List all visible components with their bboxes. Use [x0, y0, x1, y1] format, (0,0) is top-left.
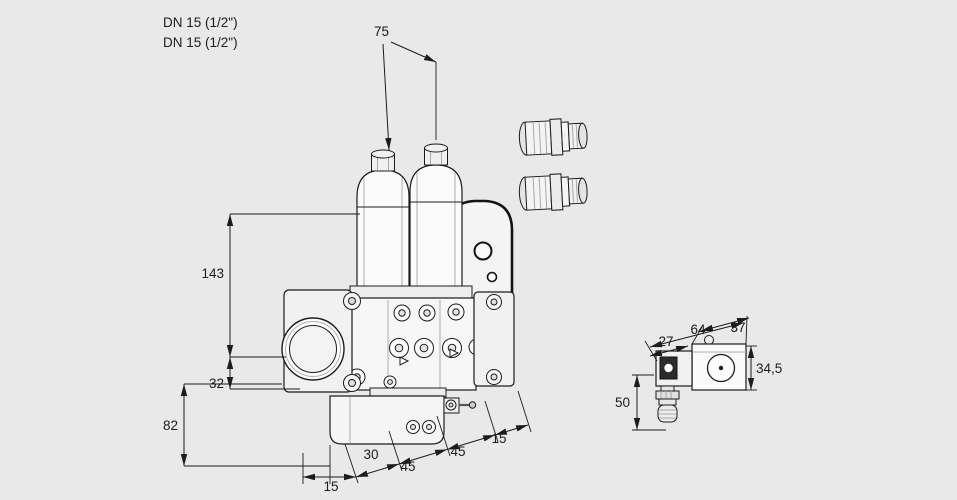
right-stem-cap — [424, 143, 448, 166]
dim-label-50: 50 — [615, 395, 630, 410]
dim-label-45-b: 45 — [450, 444, 465, 459]
valve-body — [345, 285, 486, 391]
housing-port — [422, 420, 436, 434]
compression-fitting-top — [518, 116, 589, 158]
dim-label-75: 75 — [374, 24, 389, 39]
dim-label-82: 82 — [163, 418, 178, 433]
left-stem-cap — [371, 149, 395, 172]
dim-coil-50: 50 — [615, 374, 666, 431]
port-size-labels: DN 15 (1/2") DN 15 (1/2") — [163, 15, 238, 50]
dimensions: 75 143 32 82 15 — [163, 24, 782, 494]
dim-143: 143 — [201, 213, 360, 358]
threaded-port — [281, 317, 345, 381]
bolt-hole — [486, 369, 502, 385]
bolt-hole — [486, 294, 502, 310]
valve-assembly — [281, 143, 515, 445]
coil-top-screw — [704, 335, 714, 345]
dim-15-bottom-left: 15 — [302, 445, 356, 494]
dim-label-143: 143 — [201, 266, 224, 281]
cable-connector — [655, 350, 693, 387]
dim-label-45-a: 45 — [400, 459, 415, 474]
dim-coil-37: 37 — [691, 317, 750, 345]
left-actuator — [356, 149, 410, 293]
dim-label-30: 30 — [363, 447, 378, 462]
dim-label-37: 37 — [730, 320, 745, 335]
cable-gland — [655, 385, 680, 423]
bottom-housing — [329, 387, 477, 445]
dim-82: 82 — [163, 383, 330, 467]
dn-label-2: DN 15 (1/2") — [163, 35, 238, 50]
compression-fitting-bottom — [518, 171, 589, 213]
body-screw — [447, 303, 465, 321]
dim-chain-bottom-right: 30 45 45 15 — [344, 390, 532, 484]
bolt-hole — [343, 292, 361, 310]
flow-arrow-icon — [449, 348, 460, 358]
dim-label-64: 64 — [690, 322, 706, 337]
dim-label-15-bl: 15 — [323, 479, 338, 494]
coil-center-dot — [718, 365, 724, 371]
body-screw — [418, 304, 436, 322]
inlet-flange — [281, 289, 361, 393]
body-screw — [414, 338, 434, 358]
dim-75: 75 — [374, 24, 437, 151]
outlet-flange — [473, 291, 515, 387]
dim-coil-34-5: 34,5 — [746, 345, 782, 391]
dim-label-34-5: 34,5 — [756, 361, 782, 376]
dn-label-1: DN 15 (1/2") — [163, 15, 238, 30]
housing-port — [406, 420, 420, 434]
dim-label-15-br: 15 — [491, 431, 506, 446]
flow-arrow-icon — [399, 356, 410, 366]
bolt-hole — [343, 374, 361, 392]
right-actuator — [409, 143, 463, 293]
pressure-tap-stub — [443, 397, 477, 414]
body-screw — [383, 375, 397, 389]
body-screw — [393, 304, 411, 322]
dim-label-32: 32 — [209, 376, 224, 391]
body-screw — [389, 338, 409, 358]
